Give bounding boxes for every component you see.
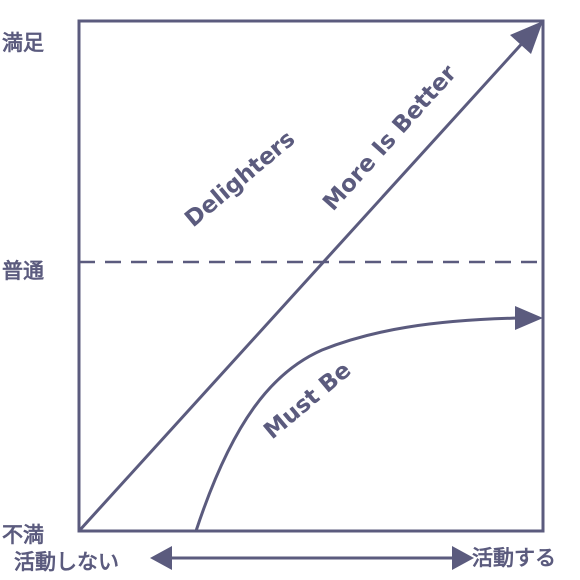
delighters-label: Delighters [180, 126, 300, 233]
more-is-better-line [77, 36, 529, 533]
x-axis-left-label: 活動しない [14, 550, 119, 574]
activity-axis-right-arrowhead [452, 546, 474, 570]
plot-frame [77, 19, 545, 533]
more-is-better-arrowhead [510, 21, 543, 54]
more-is-better-label: More Is Better [318, 60, 462, 216]
must-be-arrowhead [515, 306, 543, 330]
y-axis-bottom-label: 不満 [2, 523, 44, 547]
must-be-label: Must Be [259, 357, 356, 444]
y-axis-middle-label: 普通 [2, 259, 44, 283]
activity-axis-left-arrowhead [150, 546, 172, 570]
must-be-curve [194, 316, 521, 532]
x-axis-right-label: 活動する [472, 546, 556, 570]
y-axis-top-label: 満足 [2, 31, 44, 55]
